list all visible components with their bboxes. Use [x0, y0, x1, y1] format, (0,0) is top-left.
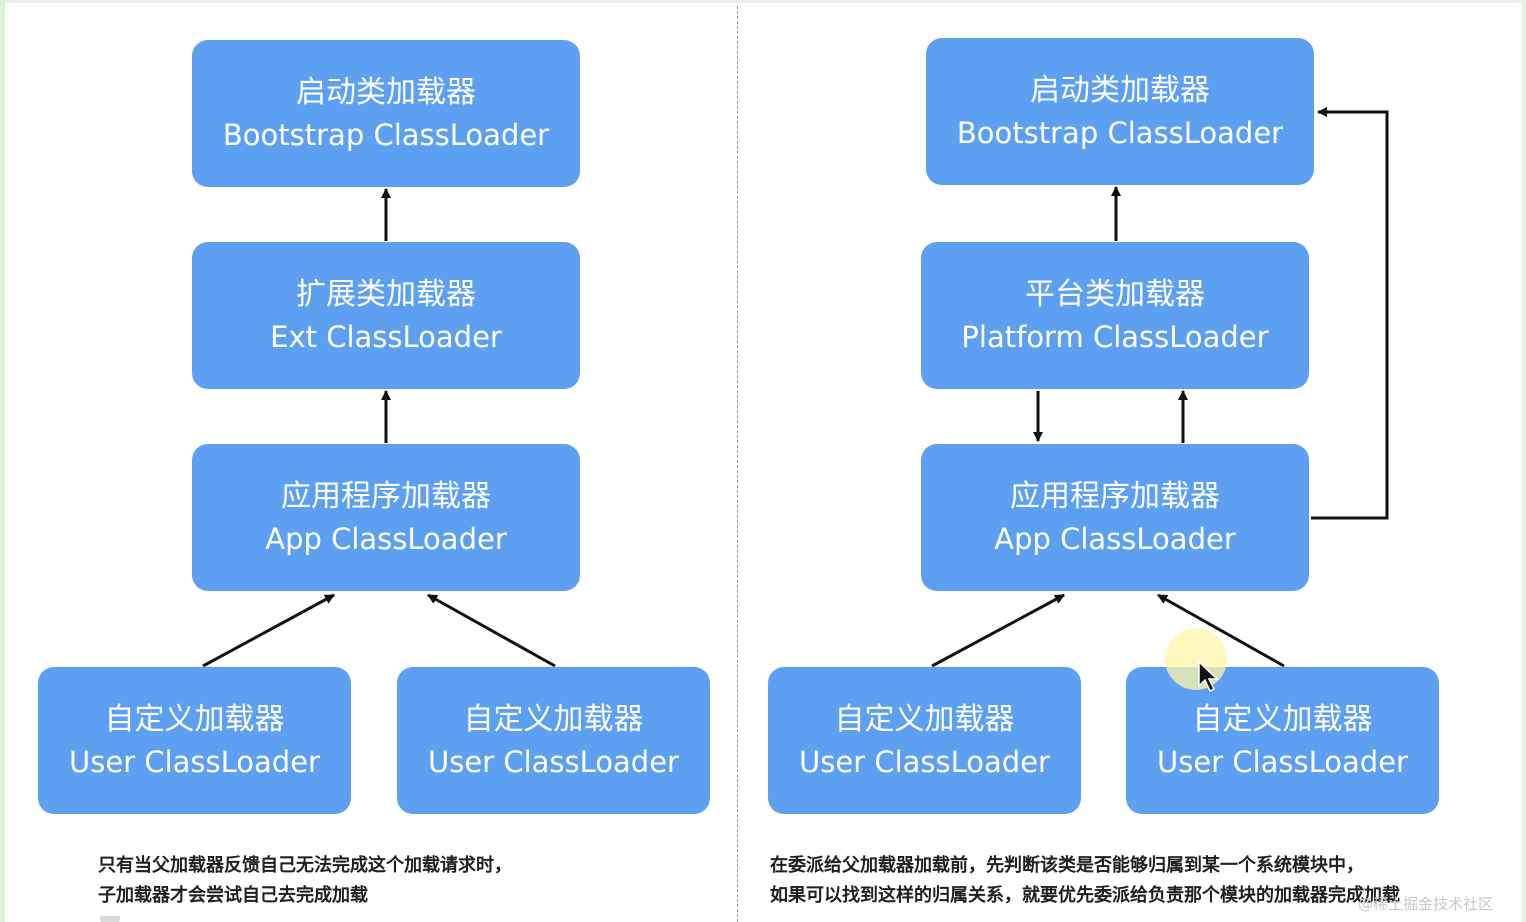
right-bootstrap-loader-box: 启动类加载器 Bootstrap ClassLoader — [926, 38, 1314, 185]
right-user1-zh-label: 自定义加载器 — [834, 701, 1015, 737]
right-caption: 在委派给父加载器加载前，先判断该类是否能够归属到某一个系统模块中， 如果可以找到… — [770, 851, 1400, 911]
arrow-user4-to-app — [1157, 593, 1285, 668]
left-bootstrap-loader-box: 启动类加载器 Bootstrap ClassLoader — [192, 40, 580, 187]
left-app-zh-label: 应用程序加载器 — [281, 478, 491, 514]
right-app-en-label: App ClassLoader — [994, 521, 1236, 556]
right-user2-zh-label: 自定义加载器 — [1192, 701, 1373, 737]
left-ext-en-label: Ext ClassLoader — [270, 319, 502, 354]
right-bootstrap-en-label: Bootstrap ClassLoader — [956, 115, 1284, 150]
left-app-en-label: App ClassLoader — [265, 521, 507, 556]
left-user2-zh-label: 自定义加载器 — [463, 701, 644, 737]
right-user1-en-label: User ClassLoader — [799, 744, 1050, 779]
panel-divider — [737, 6, 738, 922]
left-user-loader-box-1: 自定义加载器 User ClassLoader — [38, 667, 351, 814]
right-app-loader-box: 应用程序加载器 App ClassLoader — [921, 444, 1309, 591]
arrow-user1-to-app — [202, 593, 335, 668]
right-caption-line-1: 在委派给父加载器加载前，先判断该类是否能够归属到某一个系统模块中， — [770, 855, 1364, 876]
right-user2-en-label: User ClassLoader — [1157, 744, 1408, 779]
left-caption-line-2: 子加载器才会尝试自己去完成加载 — [98, 885, 368, 906]
left-ext-zh-label: 扩展类加载器 — [296, 276, 476, 312]
left-ext-loader-box: 扩展类加载器 Ext ClassLoader — [192, 242, 580, 389]
small-toolbar-mark — [100, 916, 120, 922]
window-frame-top — [0, 0, 1526, 3]
right-platform-en-label: Platform ClassLoader — [961, 319, 1269, 354]
window-frame-right — [1522, 0, 1526, 922]
right-platform-zh-label: 平台类加载器 — [1025, 276, 1205, 312]
arrow-user3-to-app — [931, 593, 1065, 668]
mouse-pointer-icon — [1165, 628, 1227, 693]
left-caption: 只有当父加载器反馈自己无法完成这个加载请求时， 子加载器才会尝试自己去完成加载 — [98, 851, 512, 911]
left-app-loader-box: 应用程序加载器 App ClassLoader — [192, 444, 580, 591]
left-user2-en-label: User ClassLoader — [428, 744, 679, 779]
left-caption-line-1: 只有当父加载器反馈自己无法完成这个加载请求时， — [98, 855, 512, 876]
right-platform-loader-box: 平台类加载器 Platform ClassLoader — [921, 242, 1309, 389]
arrow-app-to-bootstrap — [1311, 107, 1389, 520]
left-bootstrap-zh-label: 启动类加载器 — [296, 74, 476, 110]
left-user-loader-box-2: 自定义加载器 User ClassLoader — [397, 667, 710, 814]
right-user-loader-box-1: 自定义加载器 User ClassLoader — [768, 667, 1081, 814]
right-bootstrap-zh-label: 启动类加载器 — [1030, 72, 1210, 108]
left-bootstrap-en-label: Bootstrap ClassLoader — [222, 117, 550, 152]
left-user1-zh-label: 自定义加载器 — [104, 701, 285, 737]
window-frame-left — [0, 0, 5, 922]
arrow-user2-to-app — [427, 593, 556, 668]
watermark-text: @稀土掘金技术社区 — [1358, 895, 1494, 913]
right-app-zh-label: 应用程序加载器 — [1010, 478, 1220, 514]
right-user-loader-box-2: 自定义加载器 User ClassLoader — [1126, 667, 1439, 814]
right-caption-line-2: 如果可以找到这样的归属关系，就要优先委派给负责那个模块的加载器完成加载 — [770, 885, 1400, 906]
left-user1-en-label: User ClassLoader — [69, 744, 320, 779]
